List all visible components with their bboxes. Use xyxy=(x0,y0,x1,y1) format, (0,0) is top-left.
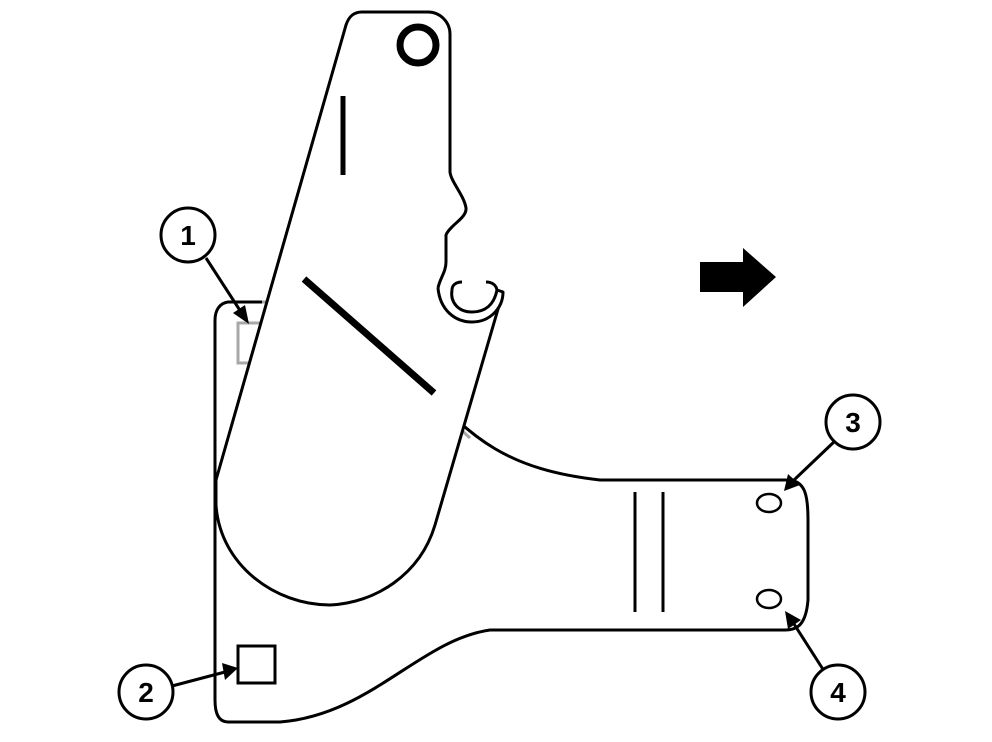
callout-2-label: 2 xyxy=(138,677,154,708)
callout-2-arrowhead xyxy=(222,663,238,680)
callout-1-leader xyxy=(204,257,243,313)
callout-1-label: 1 xyxy=(180,220,196,251)
slot-upper xyxy=(755,492,783,514)
hook-cup-inner xyxy=(450,280,499,291)
callout-3-circle xyxy=(824,393,882,451)
callout-2-leader xyxy=(171,670,226,688)
callout-2-circle xyxy=(117,663,175,721)
callout-3-leader xyxy=(792,438,838,482)
callout-4-circle xyxy=(809,663,867,721)
callout-1: 1 xyxy=(159,206,249,324)
callout-1-circle xyxy=(159,206,217,264)
callout-4-leader xyxy=(792,623,828,675)
callout-4-arrowhead xyxy=(785,611,801,629)
callout-2: 2 xyxy=(117,663,238,721)
upper-arm xyxy=(214,10,505,607)
callout-3: 3 xyxy=(784,393,882,491)
arrow-right-icon xyxy=(700,248,776,307)
hook-cup xyxy=(436,287,505,324)
pivot-hole xyxy=(396,23,440,67)
callout-4: 4 xyxy=(785,611,867,721)
callout-3-arrowhead xyxy=(784,474,800,491)
callout-4-label: 4 xyxy=(830,677,846,708)
arm-slot-diagonal xyxy=(301,276,437,396)
slot-lower xyxy=(755,588,783,610)
upper-arm-outline xyxy=(214,10,505,607)
square-hole-lower xyxy=(236,644,277,685)
callout-3-label: 3 xyxy=(845,407,861,438)
callout-1-arrowhead xyxy=(233,305,249,324)
